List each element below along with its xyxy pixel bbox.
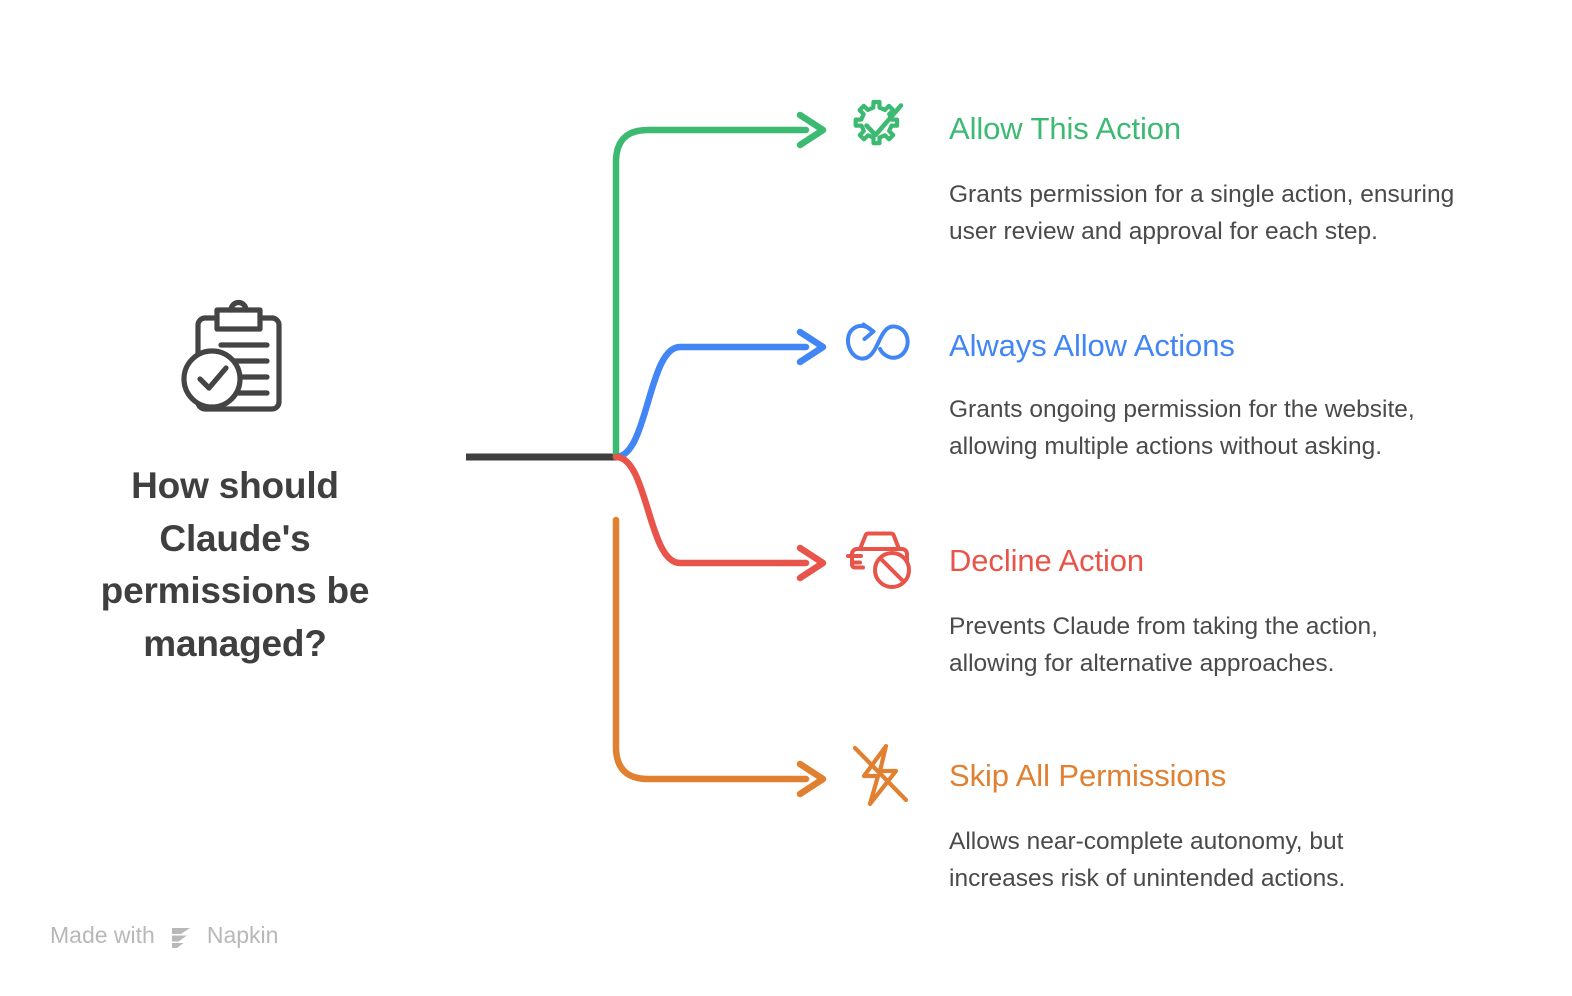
page-title: How should Claude's permissions be manag… (100, 465, 370, 664)
branch-title: Skip All Permissions (949, 757, 1227, 793)
branch-description: Allows near-complete autonomy, but incre… (949, 828, 1346, 892)
branch-description: Grants permission for a single action, e… (949, 181, 1455, 245)
napkin-watermark: Made with Napkin (50, 922, 278, 949)
branch-always-allow-actions[interactable]: Always Allow Actions Grants ongoing perm… (843, 310, 1463, 466)
watermark-brand: Napkin (206, 922, 279, 948)
branch-line-skip-all-permissions (612, 516, 810, 783)
branch-line-always-allow-actions (612, 343, 810, 461)
napkin-logo-icon (171, 927, 190, 948)
branch-description: Grants ongoing permission for the websit… (949, 396, 1415, 460)
branch-arrow-decline-action (796, 544, 827, 582)
branch-skip-all-permissions[interactable]: Skip All Permissions Allows near-complet… (843, 740, 1463, 898)
branch-decline-action[interactable]: Decline Action Prevents Claude from taki… (843, 525, 1463, 683)
branch-header: Decline Action (843, 525, 1463, 597)
branch-allow-this-action[interactable]: Allow This Action Grants permission for … (843, 93, 1463, 251)
gear-check-icon (843, 94, 917, 164)
car-prohibited-icon (843, 529, 917, 593)
branch-arrow-allow-this-action (796, 111, 827, 149)
branch-header: Always Allow Actions (843, 310, 1463, 382)
clipboard-check-icon (181, 299, 282, 412)
branch-title: Always Allow Actions (949, 327, 1235, 363)
branch-title: Decline Action (949, 542, 1145, 578)
infinity-arrow-icon (843, 320, 917, 372)
branch-description: Prevents Claude from taking the action, … (949, 613, 1378, 677)
branch-line-allow-this-action (612, 126, 810, 461)
lightning-slash-icon (843, 740, 917, 812)
branch-arrow-always-allow-actions (796, 328, 827, 366)
root-node: How should Claude's permissions be manag… (40, 290, 430, 670)
watermark-prefix: Made with (50, 922, 155, 948)
branch-title: Allow This Action (949, 110, 1182, 146)
branch-arrow-skip-all-permissions (796, 760, 827, 798)
branch-line-decline-action (612, 453, 810, 567)
branch-header: Skip All Permissions (843, 740, 1463, 812)
branch-header: Allow This Action (843, 93, 1463, 165)
